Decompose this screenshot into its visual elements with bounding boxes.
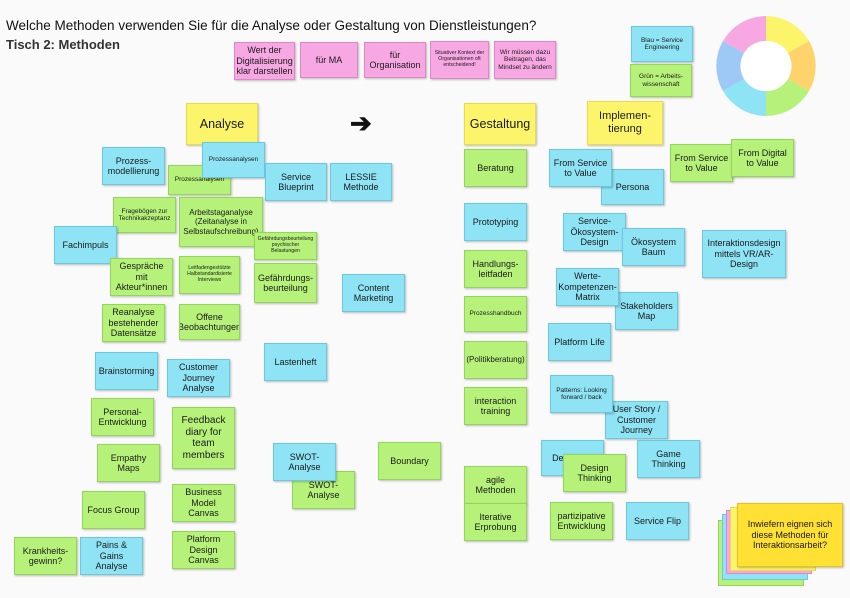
sticky-note-blue[interactable]: Customer Journey Analyse — [167, 359, 230, 397]
sticky-note-blue[interactable]: Content Marketing — [342, 274, 405, 312]
sticky-note-green[interactable]: Reanalyse bestehender Datensätze — [102, 304, 165, 342]
sticky-note-blue[interactable]: Stakeholders Map — [615, 292, 678, 330]
sticky-note-green[interactable]: Arbeitstaganalyse (Zeitanalyse in Selbst… — [179, 197, 263, 247]
sticky-note-blue[interactable]: Prozessanalysen — [202, 142, 265, 178]
sticky-note-green[interactable]: From Digital to Value — [731, 139, 794, 177]
sticky-note-green[interactable]: Gefährdungs-beurteilung — [254, 263, 317, 303]
arrow-right-icon: ➔ — [350, 108, 372, 138]
sticky-note-green[interactable]: partizipative Entwicklung — [550, 502, 613, 540]
sticky-note-green[interactable]: Feedback diary for team members — [172, 407, 235, 469]
sticky-note-blue[interactable]: User Story / Customer Journey — [605, 401, 668, 439]
sticky-note-green[interactable]: Beratung — [464, 149, 527, 187]
sticky-note-blue[interactable]: LESSIE Methode — [330, 163, 392, 201]
sticky-note-blue[interactable]: Prozess-modellierung — [102, 147, 165, 185]
sticky-note-blue[interactable]: Patterns: Looking forward / back — [550, 375, 613, 413]
board-question: Welche Methoden verwenden Sie für die An… — [6, 18, 537, 33]
sticky-note-green[interactable]: From Service to Value — [670, 144, 733, 182]
sticky-note-blue[interactable]: Game Thinking — [637, 440, 700, 478]
sticky-note-green[interactable]: Empathy Maps — [97, 444, 160, 482]
sticky-note-pink[interactable]: Wert der Digitalisierung klar darstellen — [234, 42, 295, 80]
sticky-note-blue[interactable]: Service-Ökosystem-Design — [563, 213, 626, 251]
sticky-note-green[interactable]: interaction training — [464, 387, 527, 425]
sticky-note-green[interactable]: Personal-Entwicklung — [91, 398, 154, 436]
header-gestaltung[interactable]: Gestaltung — [464, 103, 536, 145]
sticky-note-blue[interactable]: Ökosystem Baum — [622, 228, 685, 266]
sticky-note-pink[interactable]: Situativer Kontext der Organisationen of… — [430, 41, 489, 79]
sticky-note-green[interactable]: Iterative Erprobung — [464, 503, 527, 541]
sticky-note-blue[interactable]: Pains & Gains Analyse — [80, 537, 143, 575]
sticky-note-blue[interactable]: Interaktionsdesign mittels VR/AR-Design — [702, 230, 786, 278]
legend-green-note[interactable]: Grün = Arbeits-wissenschaft — [630, 64, 692, 97]
sticky-note-pink[interactable]: Wir müssen dazu Beitragen, das Mindset z… — [494, 41, 556, 79]
sticky-note-blue[interactable]: Prototyping — [464, 203, 527, 241]
sticky-note-blue[interactable]: SWOT-Analyse — [273, 443, 336, 481]
sticky-note-blue[interactable]: Lastenheft — [264, 343, 327, 381]
sticky-note-green[interactable]: Krankheits-gewinn? — [14, 537, 77, 575]
header-analyse[interactable]: Analyse — [186, 103, 258, 145]
sticky-note-pink[interactable]: für MA — [300, 42, 358, 78]
sticky-note-green[interactable]: Fragebögen zur Technikakzeptanz — [113, 197, 176, 233]
sticky-note-green[interactable]: Business Model Canvas — [172, 484, 235, 522]
sticky-note-blue[interactable]: Service Flip — [626, 502, 689, 540]
sticky-note-green[interactable]: agile Methoden — [464, 466, 527, 504]
header-implementierung[interactable]: Implemen-tierung — [587, 101, 663, 145]
sticky-note-green[interactable]: Leitfadengestützte Halbstandardisierte I… — [179, 256, 240, 294]
sticky-note-green[interactable]: Handlungs-leitfaden — [464, 250, 527, 288]
sticky-note-green[interactable]: Boundary — [378, 442, 441, 480]
cycle-diagram-icon — [716, 16, 816, 116]
sticky-note-green[interactable]: Offene Beobachtungen — [179, 304, 240, 340]
sticky-note-green[interactable]: Focus Group — [82, 491, 145, 529]
sticky-note-blue[interactable]: Brainstorming — [95, 352, 158, 390]
sticky-note-green[interactable]: Gespräche mit Akteur*innen — [110, 258, 173, 296]
table-label: Tisch 2: Methoden — [6, 37, 120, 52]
legend-blue-note[interactable]: Blau = Service Engineering — [631, 26, 693, 62]
question-note[interactable]: Inwiefern eignen sich diese Methoden für… — [737, 503, 843, 567]
sticky-note-blue[interactable]: Fachimpuls — [54, 226, 117, 264]
sticky-note-blue[interactable]: Service Blueprint — [265, 163, 327, 201]
sticky-note-blue[interactable]: Werte-Kompetenzen-Matrix — [556, 268, 619, 306]
sticky-note-green[interactable]: Platform Design Canvas — [172, 531, 235, 569]
sticky-note-blue[interactable]: From Service to Value — [549, 149, 612, 187]
sticky-note-green[interactable]: Design Thinking — [563, 454, 626, 492]
sticky-note-pink[interactable]: für Organisation — [364, 42, 426, 78]
sticky-note-green[interactable]: Gefährdungsbeurteilung psychischer Belas… — [254, 232, 317, 260]
sticky-note-green[interactable]: Prozesshandbuch — [464, 296, 527, 332]
sticky-note-green[interactable]: (Politikberatung) — [464, 341, 527, 379]
sticky-note-blue[interactable]: Platform Life — [548, 323, 611, 361]
